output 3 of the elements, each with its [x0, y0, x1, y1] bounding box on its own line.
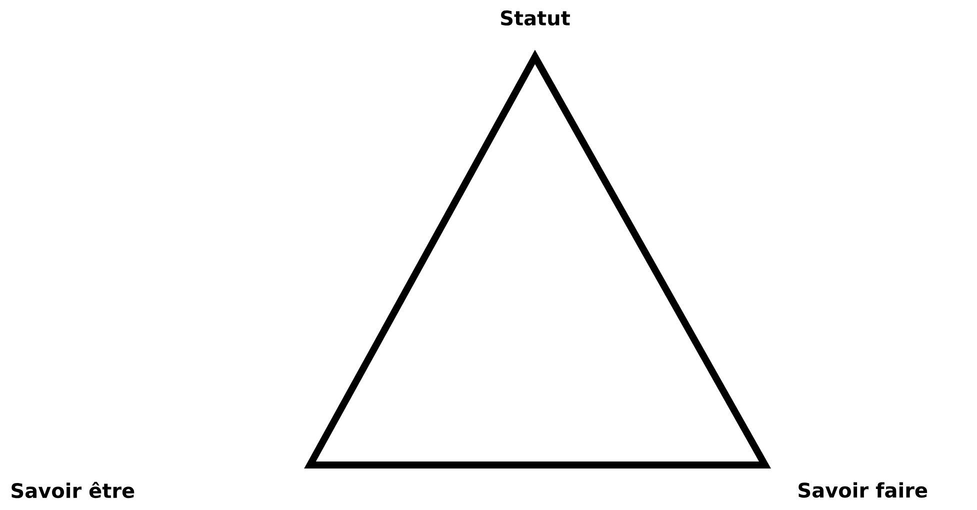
- vertex-label: Statut: [501, 10, 570, 26]
- vertex-label: Savoir faire: [798, 482, 928, 498]
- vertex-label: Savoir être: [12, 482, 134, 498]
